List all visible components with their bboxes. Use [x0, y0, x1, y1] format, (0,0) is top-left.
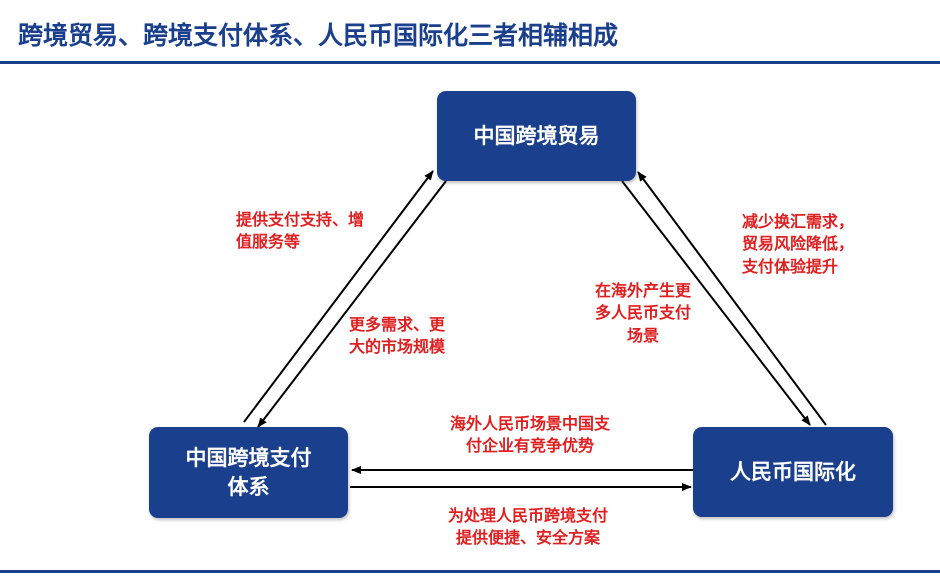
label-trade-to-payment: 更多需求、更 大的市场规模	[349, 315, 446, 357]
node-cross-border-payment: 中国跨境支付 体系	[149, 427, 348, 518]
arrow-rmb-to-trade	[637, 171, 827, 426]
node-cross-border-trade: 中国跨境贸易	[437, 91, 636, 181]
arrow-trade-to-rmb	[621, 180, 811, 426]
node-payment-label: 中国跨境支付 体系	[185, 446, 312, 499]
label-rmb-to-payment: 海外人民币场景中国支 付企业有竞争优势	[449, 414, 610, 456]
label-trade-to-rmb: 在海外产生更 多人民币支付 场景	[594, 281, 691, 345]
label-payment-to-rmb: 为处理人民币跨境支付 提供便捷、安全方案	[447, 506, 608, 548]
title-divider	[0, 61, 940, 64]
label-payment-to-trade: 提供支付支持、增 值服务等	[236, 210, 365, 252]
node-rmb-label: 人民币国际化	[730, 459, 856, 484]
page-title: 跨境贸易、跨境支付体系、人民币国际化三者相辅相成	[18, 21, 619, 50]
node-trade-label: 中国跨境贸易	[473, 123, 600, 148]
node-rmb-internationalization: 人民币国际化	[693, 427, 893, 517]
label-rmb-to-trade: 减少换汇需求， 贸易风险降低， 支付体验提升	[742, 212, 855, 276]
footer-divider	[0, 570, 940, 573]
arrow-trade-to-payment	[257, 180, 447, 428]
arrow-payment-to-trade	[243, 170, 434, 423]
